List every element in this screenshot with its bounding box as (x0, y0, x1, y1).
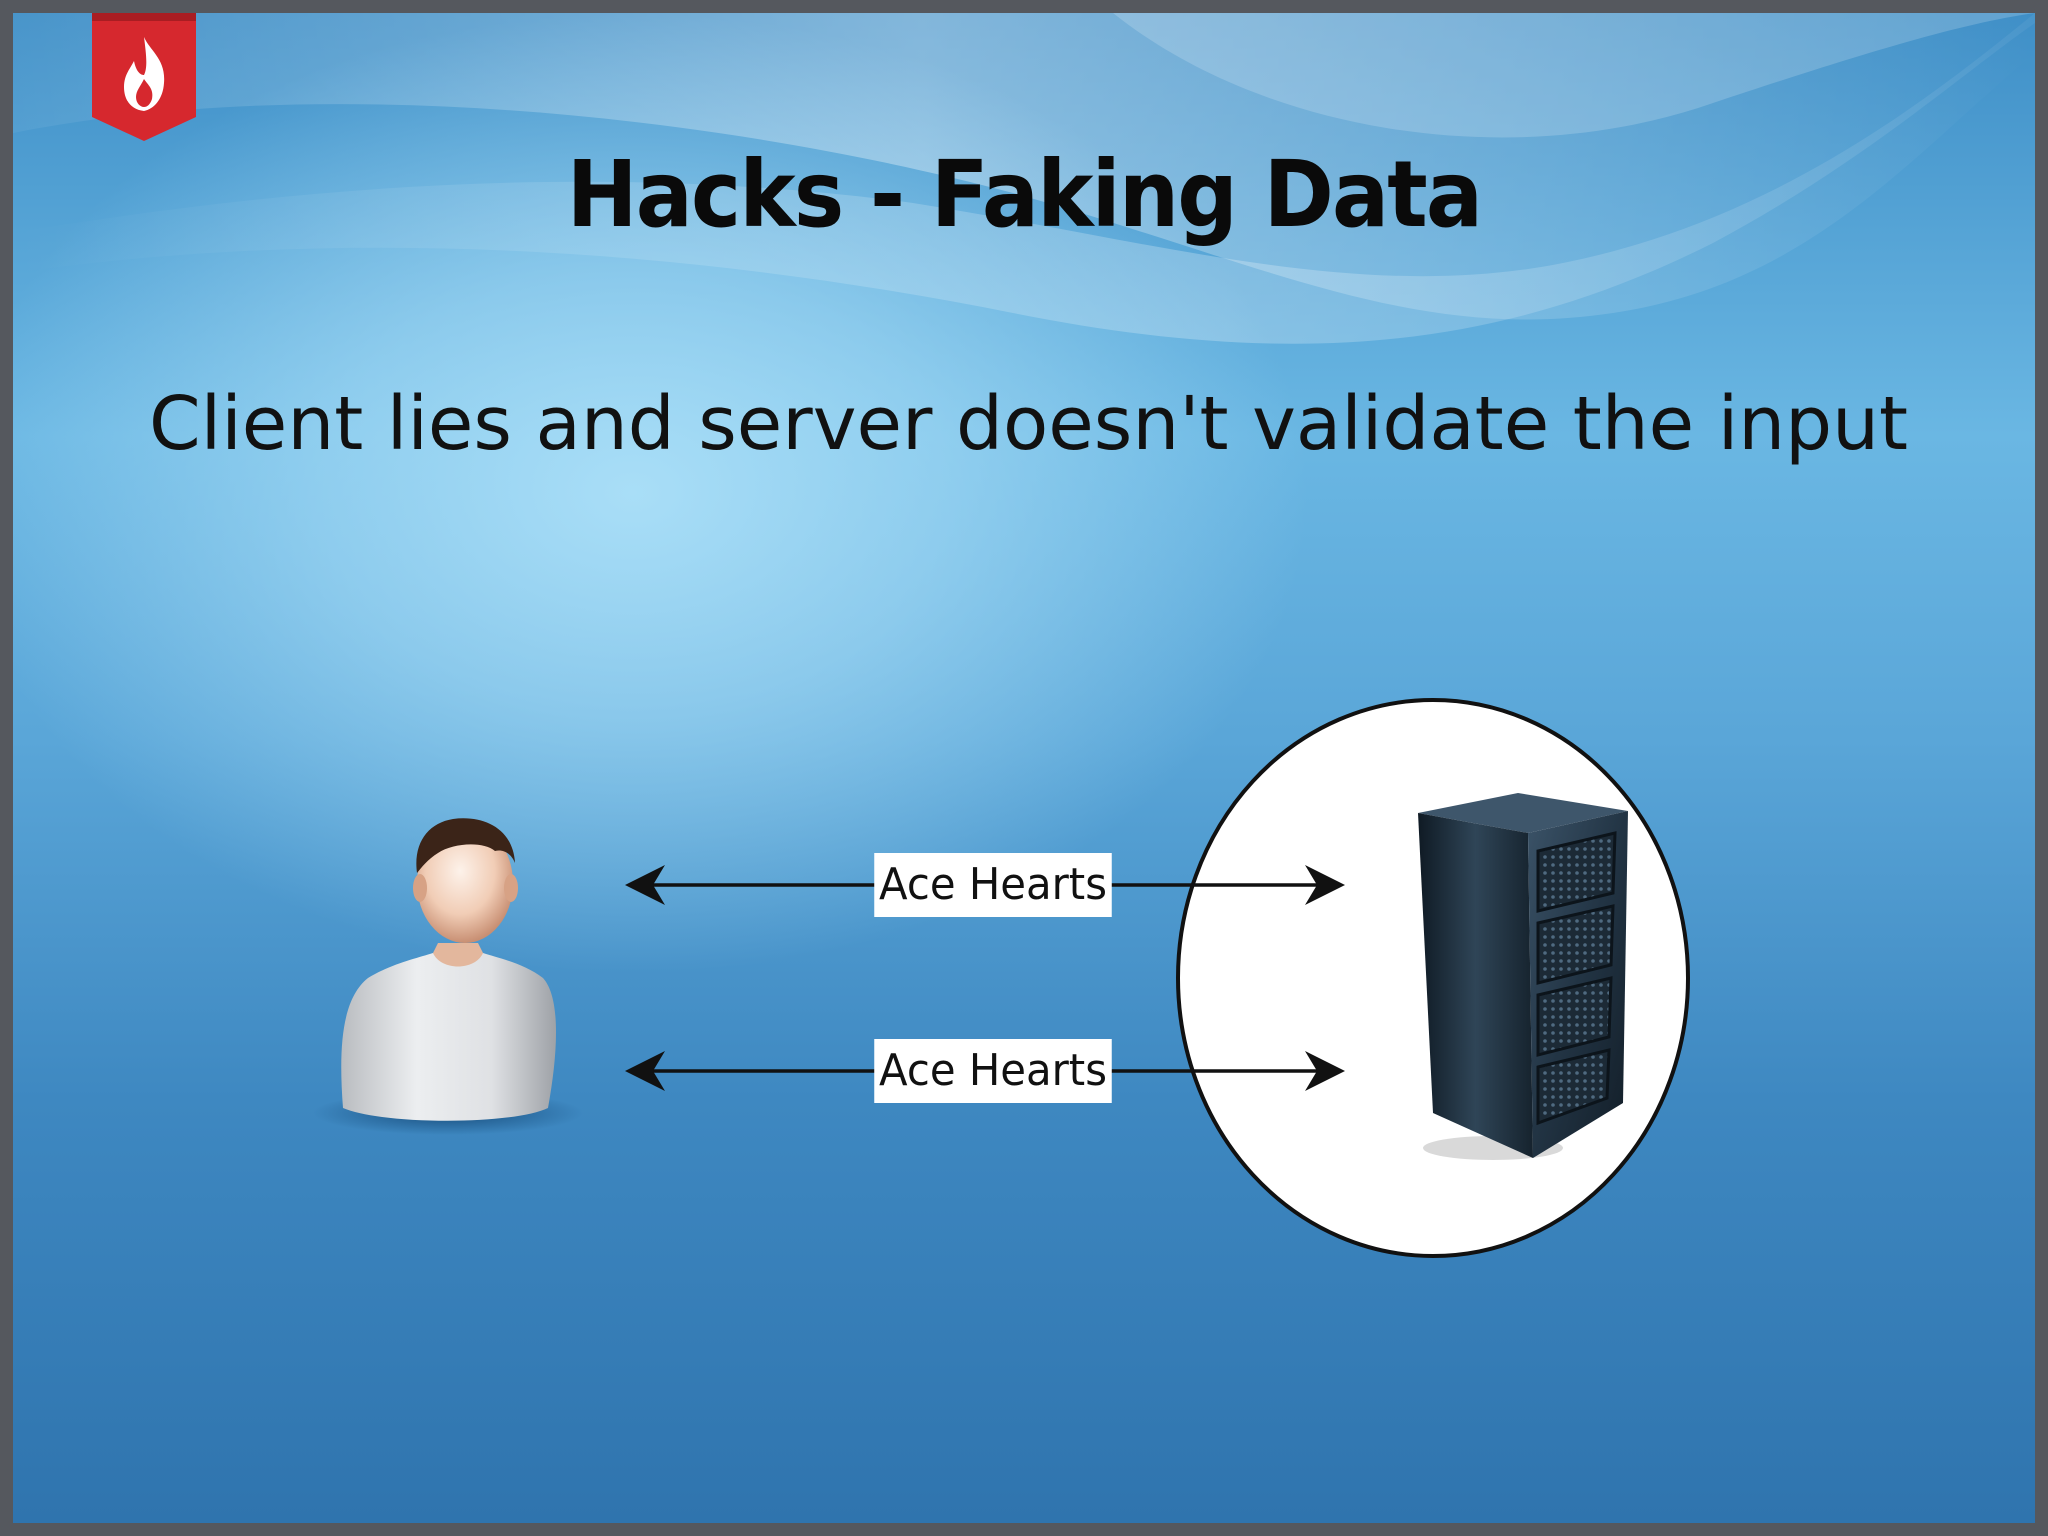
message-label-2: Ace Hearts (874, 1039, 1112, 1103)
arrowhead-right-1 (1305, 865, 1345, 905)
server-rack-icon (1418, 793, 1628, 1160)
slide-subtitle: Client lies and server doesn't validate … (149, 381, 1909, 467)
logo-ribbon (92, 13, 196, 141)
client-server-diagram (313, 698, 1690, 1258)
arrowhead-right-2 (1305, 1051, 1345, 1091)
background-swoosh (13, 13, 2035, 344)
slide-title: Hacks - Faking Data (566, 141, 1483, 248)
fire-icon (124, 37, 165, 111)
arrowhead-left-1 (625, 865, 665, 905)
user-icon (313, 818, 583, 1135)
arrowhead-left-2 (625, 1051, 665, 1091)
message-label-1: Ace Hearts (874, 853, 1112, 917)
